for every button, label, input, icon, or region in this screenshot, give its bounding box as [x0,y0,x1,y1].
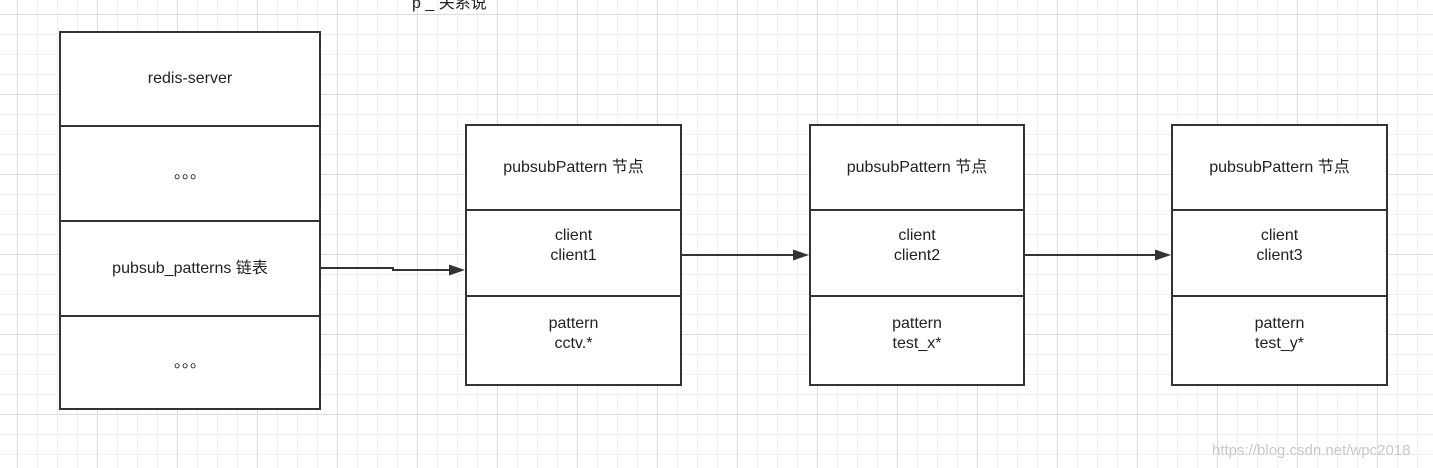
client-label: client [1260,227,1299,244]
ellipsis-top-label: 。。。 [173,164,206,182]
arrow-node2-to-node3 [1025,249,1171,261]
client-value: client3 [1256,247,1303,264]
partial-top-caption: p _ 关系说 [412,0,487,12]
node-client-cell: client client2 [811,211,1023,297]
pattern-value: test_x* [892,334,942,352]
node-title-cell: pubsubPattern 节点 [1173,126,1386,211]
node-pattern-cell: pattern cctv.* [467,297,680,384]
ellipsis-box-bottom[interactable]: 。。。 [59,315,321,410]
pubsub-pattern-node-3[interactable]: pubsubPattern 节点 client client3 pattern … [1171,124,1388,386]
node-pattern-cell: pattern test_x* [811,297,1023,384]
pattern-value: test_y* [1255,334,1304,352]
pattern-label: pattern [548,314,599,332]
node-title: pubsubPattern 节点 [503,158,644,176]
node-client-cell: client client1 [467,211,680,297]
pubsub-patterns-label: pubsub_patterns 链表 [112,259,268,277]
redis-server-label: redis-server [147,70,233,87]
pattern-label: pattern [1254,314,1305,332]
pubsub-pattern-node-1[interactable]: pubsubPattern 节点 client client1 pattern … [465,124,682,386]
ellipsis-bottom-label: 。。。 [173,353,206,371]
pattern-label: pattern [892,314,942,332]
node-title-cell: pubsubPattern 节点 [467,126,680,211]
node-title-cell: pubsubPattern 节点 [811,126,1023,211]
node-pattern-cell: pattern test_y* [1173,297,1386,384]
arrow-node1-to-node2 [682,249,809,261]
client-label: client [554,227,593,244]
node-title: pubsubPattern 节点 [846,158,988,176]
pattern-value: cctv.* [554,334,593,352]
arrow-patterns-to-node1 [321,264,465,276]
node-client-cell: client client3 [1173,211,1386,297]
pubsub-pattern-node-2[interactable]: pubsubPattern 节点 client client2 pattern … [809,124,1025,386]
client-value: client1 [550,247,597,264]
client-value: client2 [893,247,941,264]
watermark-url: https://blog.csdn.net/wpc2018 [1212,442,1411,459]
client-label: client [898,227,936,244]
node-title: pubsubPattern 节点 [1209,158,1350,176]
ellipsis-box-top[interactable]: 。。。 [59,125,321,222]
